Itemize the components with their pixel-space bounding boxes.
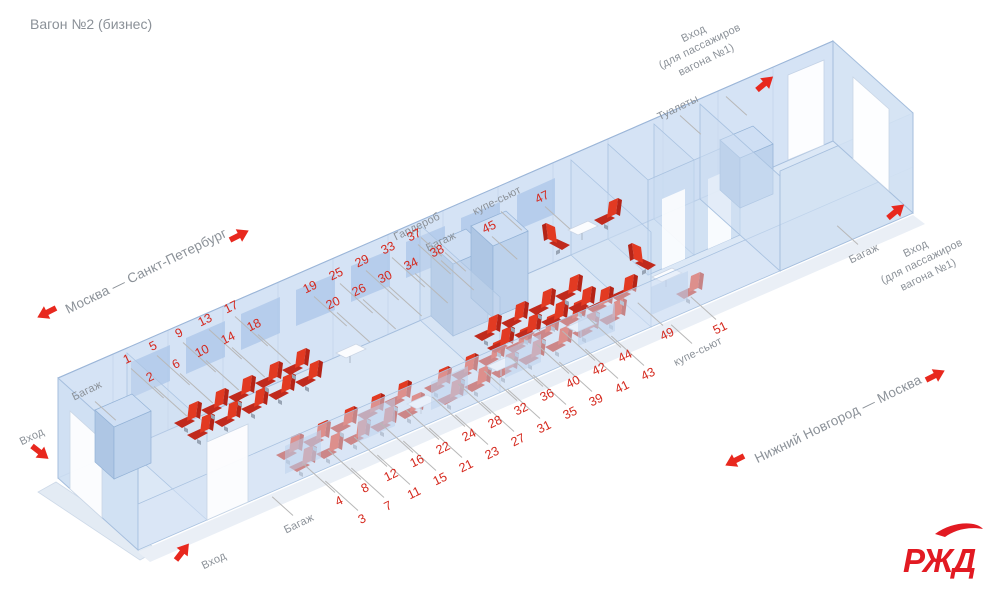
rzd-logo: РЖД: [903, 523, 983, 579]
arrow-entry-left: [27, 440, 53, 465]
toilet-door: [662, 189, 685, 269]
rzd-logo-text: РЖД: [903, 542, 975, 579]
page-title: Вагон №2 (бизнес): [30, 16, 153, 32]
arrow-route-right-start: [722, 449, 748, 472]
arrow-route-left-start: [34, 301, 60, 324]
right-entry-door: [852, 76, 890, 192]
left-luggage-rack: [94, 393, 152, 480]
far-door: [787, 59, 825, 161]
arrow-route-right-end: [922, 364, 948, 387]
arrow-route-left-end: [226, 224, 252, 247]
right-end-wall: [832, 39, 914, 215]
bottom-entry-door: [206, 423, 249, 521]
wardrobe-cabinets: [430, 210, 529, 337]
